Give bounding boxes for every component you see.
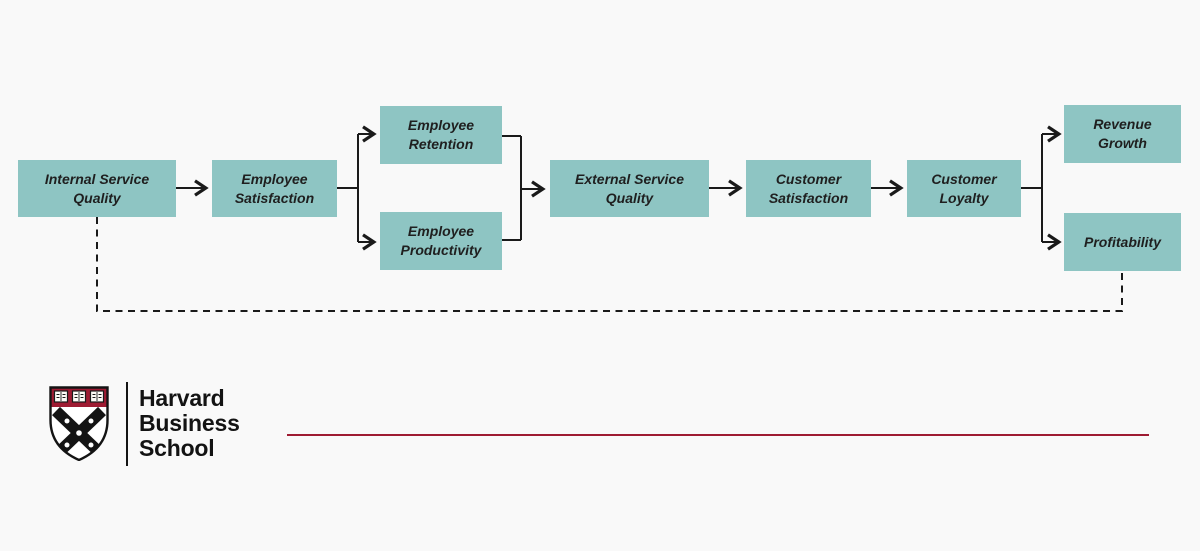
edge-es-branch	[337, 134, 359, 242]
hbs-wordmark-line: School	[139, 434, 215, 461]
node-label: Internal Service Quality	[44, 170, 150, 206]
node-employee-satisfaction: Employee Satisfaction	[212, 160, 337, 217]
node-label: External Service Quality	[575, 170, 684, 206]
node-label: Customer Loyalty	[931, 170, 997, 206]
node-label: Employee Retention	[407, 117, 475, 152]
node-label: Profitability	[1083, 233, 1161, 250]
node-external-service-quality: External Service Quality	[550, 160, 709, 217]
crimson-divider-line	[287, 434, 1149, 436]
node-revenue-growth: Revenue Growth	[1064, 105, 1181, 163]
node-label: Revenue Growth	[1093, 116, 1152, 151]
edge-cl-branch	[1021, 134, 1043, 242]
node-customer-satisfaction: Customer Satisfaction	[746, 160, 871, 217]
node-employee-productivity: Employee Productivity	[380, 212, 502, 270]
node-label: Customer Satisfaction	[768, 170, 849, 206]
node-customer-loyalty: Customer Loyalty	[907, 160, 1021, 217]
hbs-wordmark-line: Business	[139, 409, 240, 436]
node-label: Employee Satisfaction	[234, 170, 315, 206]
edge-feedback-dashed	[96, 217, 1123, 312]
node-profitability: Profitability	[1064, 213, 1181, 271]
node-employee-retention: Employee Retention	[380, 106, 502, 164]
logo-divider	[126, 382, 128, 466]
hbs-wordmark: Harvard Business School	[139, 386, 240, 460]
node-label: Employee Productivity	[400, 223, 482, 258]
hbs-shield-icon	[49, 386, 109, 461]
node-internal-service-quality: Internal Service Quality	[18, 160, 176, 217]
hbs-wordmark-line: Harvard	[139, 385, 225, 411]
edge-converge	[502, 135, 522, 241]
